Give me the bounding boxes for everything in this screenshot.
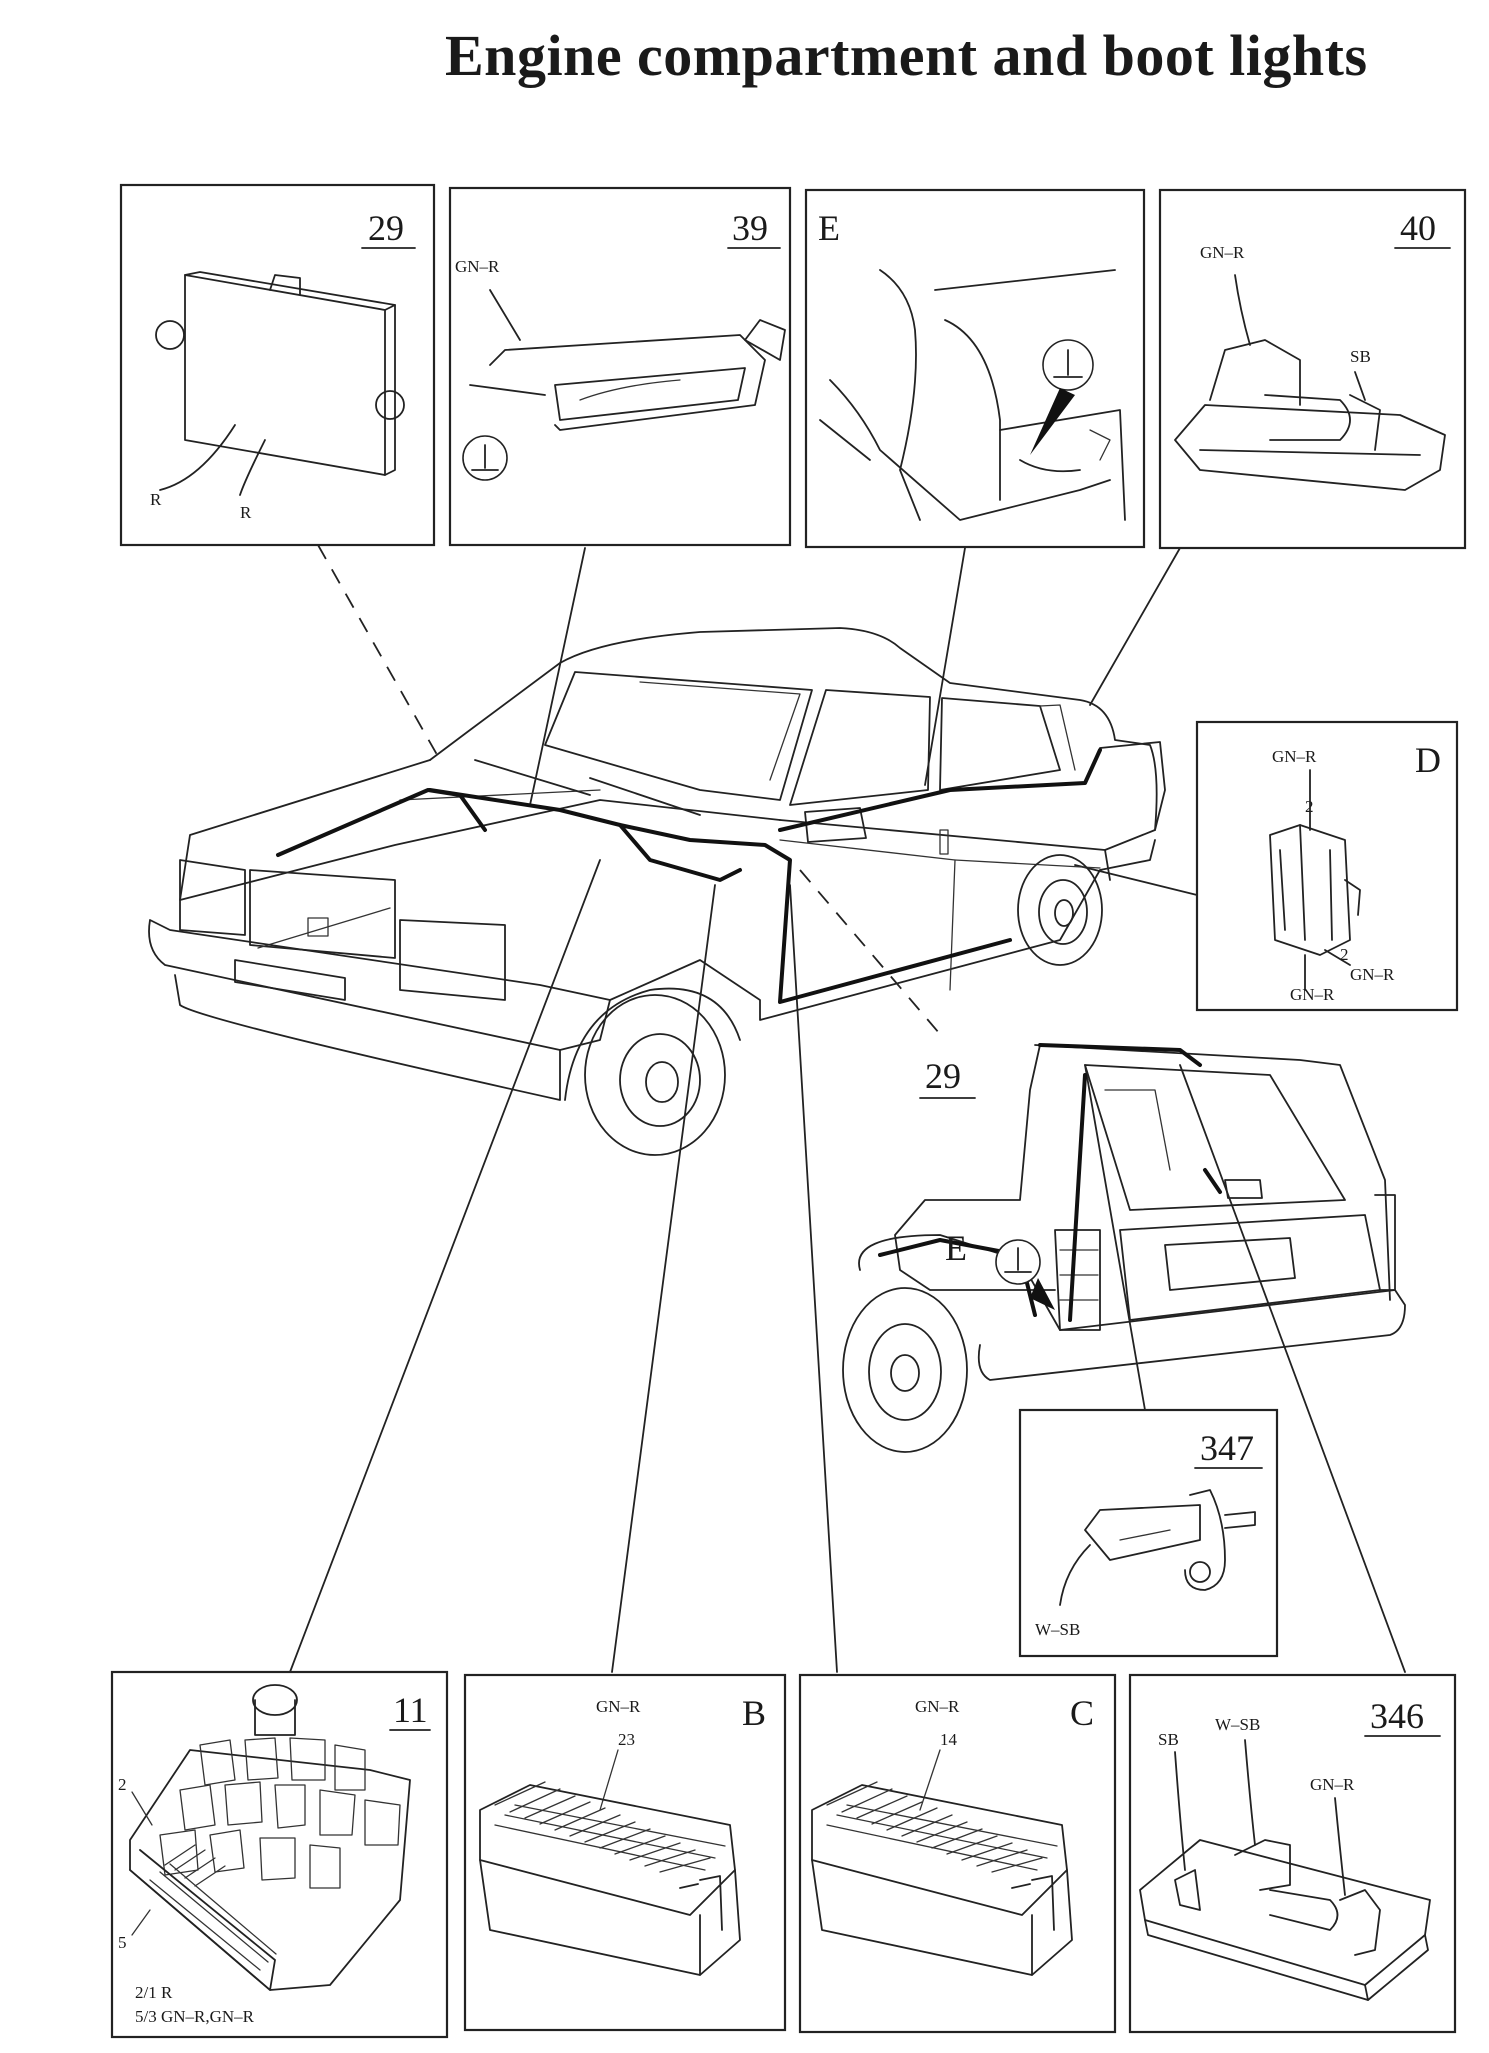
panel-29: 29 R R: [119, 183, 436, 547]
panel-E: E: [804, 188, 1146, 549]
wire-label-gn-r: GN–R: [596, 1697, 641, 1716]
panel-D-ref: D: [1415, 740, 1441, 780]
wire-label-gn-r: GN–R: [455, 257, 500, 276]
panel-347-ref: 347: [1200, 1428, 1254, 1468]
panel-E-ref: E: [818, 208, 840, 248]
wire-label-gn-r-bottom: GN–R: [1290, 985, 1335, 1004]
panel-347: 347 W–SB: [1018, 1408, 1279, 1658]
panel-40-ref: 40: [1400, 208, 1436, 248]
wire-label-gn-r: GN–R: [1310, 1775, 1355, 1794]
panel-39: 39 GN–R: [448, 186, 792, 547]
lamp-icon: [1174, 274, 1446, 491]
sedan-car-illustration: [148, 627, 1166, 1156]
leader-346: [1179, 1064, 1406, 1673]
wire-label-gn-r: GN–R: [1200, 243, 1245, 262]
wire-label-gn-r: GN–R: [915, 1697, 960, 1716]
wire-label-gn-r-top: GN–R: [1272, 747, 1317, 766]
wire-label-r-1: R: [150, 490, 162, 509]
leader-29-lower-dashed: [799, 869, 946, 1041]
leader-E-top: [924, 547, 966, 786]
leader-11: [289, 859, 601, 1673]
wire-label-r-2: R: [240, 503, 252, 522]
rear-wheel-icon: [1017, 854, 1103, 966]
pin-label-5: 5: [118, 1933, 127, 1952]
callout-E: E: [945, 1228, 967, 1268]
wire-label-sb: SB: [1158, 1730, 1179, 1749]
ground-symbol-icon: [462, 435, 508, 481]
pin-label-23: 23: [618, 1730, 635, 1749]
estate-car-rear-illustration: [842, 1043, 1406, 1453]
leader-39: [529, 547, 586, 806]
connector-icon: [1269, 769, 1361, 991]
leader-B: [611, 884, 716, 1673]
panel-40: 40 GN–R SB: [1158, 188, 1467, 550]
panel-B-ref: B: [742, 1693, 766, 1733]
control-unit-icon: [155, 271, 405, 496]
panel-D: D GN–R 2 2 GN–R GN–R: [1195, 720, 1459, 1012]
panel-346-ref: 346: [1370, 1696, 1424, 1736]
panel-C-ref: C: [1070, 1693, 1094, 1733]
ground-symbol-icon: [1042, 339, 1094, 391]
wire-label-gn-r-right: GN–R: [1350, 965, 1395, 984]
ground-symbol-icon: [995, 1239, 1041, 1285]
lamp-icon: [469, 289, 786, 431]
page-title: Engine compartment and boot lights: [445, 23, 1368, 88]
panel-C: C GN–R 14: [798, 1673, 1117, 2034]
callout-29: 29: [919, 1056, 976, 1099]
estate-rear-wheel-icon: [842, 1287, 968, 1453]
panel-39-ref: 39: [732, 208, 768, 248]
boot-switch-icon: [1059, 1489, 1256, 1606]
panel-B: B GN–R 23: [463, 1673, 787, 2032]
panel-29-ref: 29: [368, 208, 404, 248]
wire-label-w-sb: W–SB: [1215, 1715, 1260, 1734]
leader-347: [1084, 1064, 1146, 1411]
relay-fuse-box-icon: [129, 1684, 411, 1991]
panel-11: 11 2 5 2/1 R 5/3 GN–R,GN–R: [110, 1670, 449, 2039]
panel-346: 346 SB W–SB GN–R: [1128, 1673, 1457, 2034]
svg-text:29: 29: [925, 1056, 961, 1096]
leader-lines: [289, 544, 1406, 1673]
boot-floor-icon: [819, 269, 1126, 521]
front-wheel-icon: [584, 994, 726, 1156]
pin-label-2-bottom: 2: [1340, 945, 1349, 964]
connector-icon: [811, 1781, 1073, 1976]
leader-D: [1074, 864, 1198, 896]
connector-icon: [479, 1781, 741, 1976]
pin-label-14: 14: [940, 1730, 958, 1749]
panel-11-ref: 11: [393, 1690, 428, 1730]
leader-29-dashed: [317, 544, 441, 761]
wire-label-sb: SB: [1350, 347, 1371, 366]
lamp-icon: [1139, 1739, 1431, 2001]
wire-label-5-3-gn-r: 5/3 GN–R,GN–R: [135, 2007, 255, 2026]
leader-40: [1089, 547, 1181, 706]
wire-label-w-sb: W–SB: [1035, 1620, 1080, 1639]
pin-label-2: 2: [118, 1775, 127, 1794]
wire-label-2-1-r: 2/1 R: [135, 1983, 173, 2002]
leader-C: [789, 884, 838, 1673]
